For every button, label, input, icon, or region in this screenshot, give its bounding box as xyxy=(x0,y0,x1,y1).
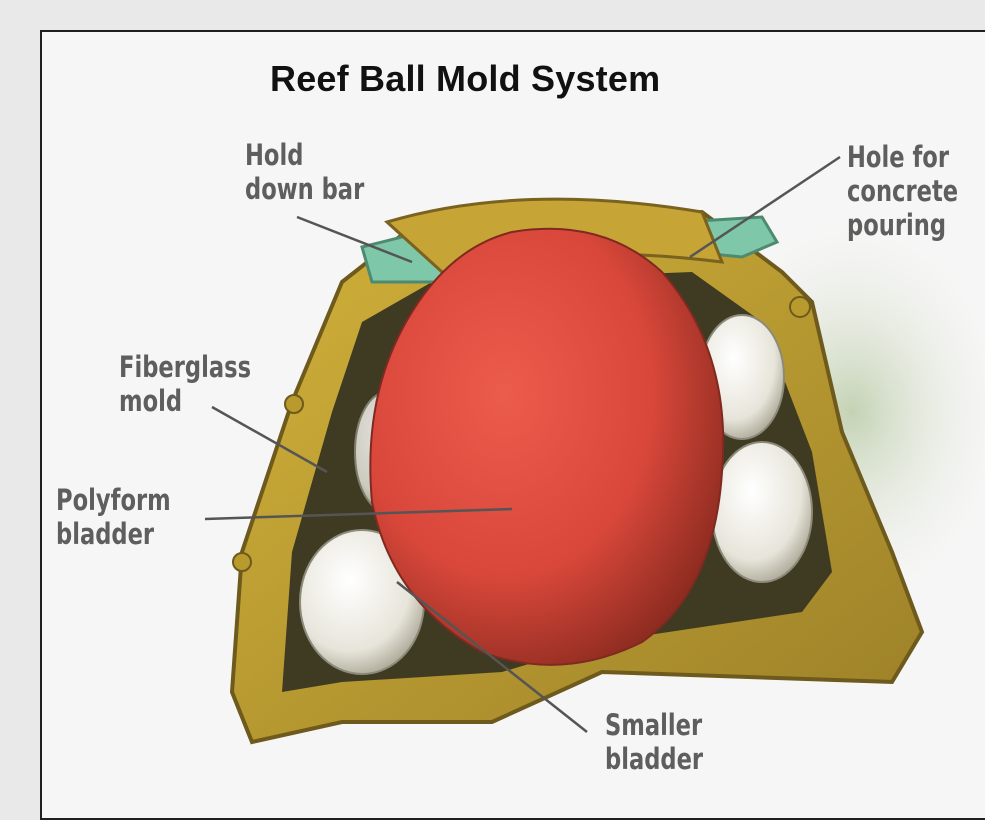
mold-bolt-right xyxy=(790,297,810,317)
diagram-frame: Reef Ball Mold System xyxy=(40,30,985,820)
label-smaller-bladder: Smaller bladder xyxy=(605,708,703,776)
label-fiberglass-mold: Fiberglass mold xyxy=(119,350,251,418)
label-polyform-bladder: Polyform bladder xyxy=(56,483,171,551)
reef-ball-mold-illustration xyxy=(42,32,985,820)
smaller-bladder-right xyxy=(712,442,812,582)
polyform-bladder-shape xyxy=(370,229,723,665)
mold-bolt-left-lower xyxy=(233,553,251,571)
label-hole-for-concrete-pouring: Hole for concrete pouring xyxy=(847,140,958,242)
mold-bolt-left xyxy=(285,395,303,413)
label-hold-down-bar: Hold down bar xyxy=(245,138,364,206)
